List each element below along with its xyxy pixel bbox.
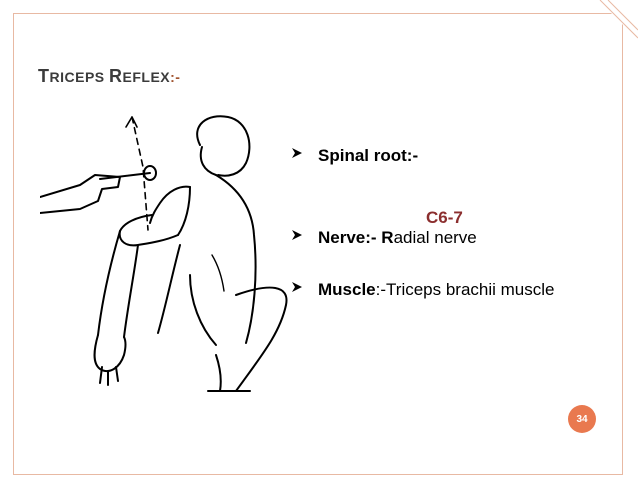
bullet-nerve: Nerve:- Radial nerve [290, 227, 590, 249]
triceps-reflex-illustration [40, 115, 288, 392]
page-number-badge: 34 [568, 405, 596, 433]
arrow-bullet-icon [292, 230, 302, 240]
spinal-root-value: C6-7 [426, 208, 463, 227]
arrow-bullet-icon [292, 148, 302, 158]
slide-title: TRICEPS REFLEX:- [38, 66, 181, 86]
bullet-list: Spinal root:- Nerve:- Radial nerve Muscl… [290, 145, 590, 319]
corner-fold-icon [598, 0, 638, 40]
arrow-bullet-icon [292, 282, 302, 292]
bullet-spinal-root: Spinal root:- [290, 145, 590, 167]
bullet-muscle: Muscle:-Triceps brachii muscle [290, 279, 568, 301]
slide-border [13, 13, 623, 475]
